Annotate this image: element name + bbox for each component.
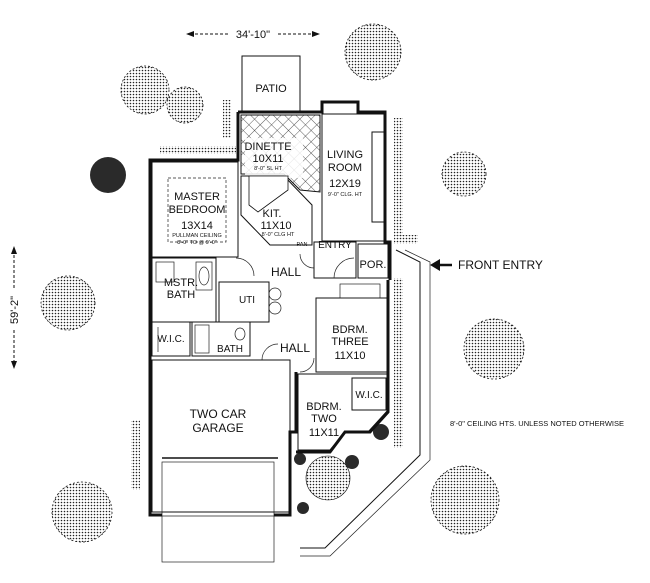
garage-label-1: TWO CAR — [190, 407, 247, 421]
living-label-1: LIVING — [327, 149, 363, 161]
hall-lower-label: HALL — [280, 341, 310, 355]
hedge-right-upper — [394, 118, 403, 236]
living-room — [321, 113, 386, 242]
tree-bottom-right — [430, 465, 500, 535]
mstr-bath-label-1: MSTR. — [164, 277, 198, 289]
kitchen-label: KIT. — [263, 208, 282, 220]
shrub-small-c — [297, 502, 309, 514]
hedge-right-lower — [394, 278, 403, 448]
landscaping — [40, 23, 525, 543]
garage-label-2: GARAGE — [192, 421, 243, 435]
hedge-entry — [394, 235, 418, 244]
hedge-back — [160, 146, 236, 154]
bdrm-three-size: 11X10 — [335, 350, 366, 362]
depth-dimension-label: 59'-2" — [9, 296, 21, 324]
shrub-walk — [305, 455, 351, 501]
master-label-2: BEDROOM — [169, 204, 226, 216]
bedroom-three-closet — [339, 283, 381, 299]
tree-left-middle — [40, 275, 96, 331]
master-label-1: MASTER — [174, 191, 220, 203]
entry — [313, 241, 357, 279]
hedge-patio — [223, 100, 231, 138]
shrub-small-a — [345, 455, 359, 469]
hall-upper-label: HALL — [271, 265, 301, 279]
tree-right-middle — [463, 318, 525, 380]
bdrm-two-label-1: BDRM. — [306, 401, 341, 413]
kitchen-counter — [248, 175, 289, 213]
porch-label: POR. — [360, 259, 387, 271]
kitchen-size: 11X10 — [261, 220, 292, 232]
bdrm-two-label-2: TWO — [311, 413, 337, 425]
bdrm-two-size: 11X11 — [309, 427, 339, 439]
bath — [191, 321, 251, 357]
depth-dimension: 59'-2" — [9, 246, 21, 369]
tree-top-right — [344, 23, 402, 81]
master-bedroom — [151, 161, 239, 258]
dinette-label: DINETTE — [244, 141, 291, 153]
porch — [357, 243, 389, 279]
dinette-size: 10X11 — [253, 153, 284, 165]
entry-label: ENTRY — [318, 240, 352, 251]
wic-right-label: W.I.C. — [355, 390, 382, 401]
kitchen-ceiling: 8'-0" CLG HT — [262, 232, 295, 238]
living-size: 12X19 — [329, 178, 361, 190]
hedge-garage — [131, 420, 140, 490]
ceiling-note: 8'-0" CEILING HTS. UNLESS NOTED OTHERWIS… — [450, 419, 624, 428]
mstr-bath-label-2: BATH — [167, 289, 196, 301]
bedroom-two — [297, 373, 389, 451]
garage — [151, 359, 291, 513]
master-ceiling-range: 8'-0" TO @ 9'-0" — [177, 240, 217, 246]
shrub-right-upper — [441, 151, 487, 197]
wic-right — [351, 377, 387, 411]
wic-left-label: W.I.C. — [157, 334, 184, 345]
wic-left — [151, 321, 191, 357]
bdrm-three-label-1: BDRM. — [332, 324, 367, 336]
bath-label: BATH — [217, 344, 243, 355]
width-dimension: 34'-10" — [186, 29, 320, 41]
dinette-ceiling: 8'-0" SL HT — [254, 166, 283, 172]
width-dimension-label: 34'-10" — [236, 29, 270, 41]
tree-top-left — [120, 65, 204, 124]
front-entry-marker: FRONT ENTRY — [430, 258, 543, 272]
patio-label: PATIO — [255, 83, 287, 95]
living-label-2: ROOM — [328, 162, 362, 174]
utility-label: UTI — [239, 295, 255, 306]
pullman-ceiling-outline — [167, 177, 227, 243]
shrub-small-b — [294, 453, 306, 465]
bdrm-three-label-2: THREE — [331, 336, 368, 348]
front-entry-label: FRONT ENTRY — [458, 258, 543, 272]
pantry-label: PAN — [297, 242, 308, 248]
tree-bottom-left — [51, 481, 113, 543]
living-ceiling: 9'-0" CLG. HT — [328, 192, 363, 198]
master-ceiling: PULLMAN CEILING — [172, 233, 222, 239]
shrub-left — [90, 157, 126, 193]
shrub-bedroom — [373, 424, 389, 440]
entry-door-swing — [333, 257, 355, 279]
master-size: 13X14 — [181, 220, 213, 232]
living-window-bay — [371, 131, 387, 223]
